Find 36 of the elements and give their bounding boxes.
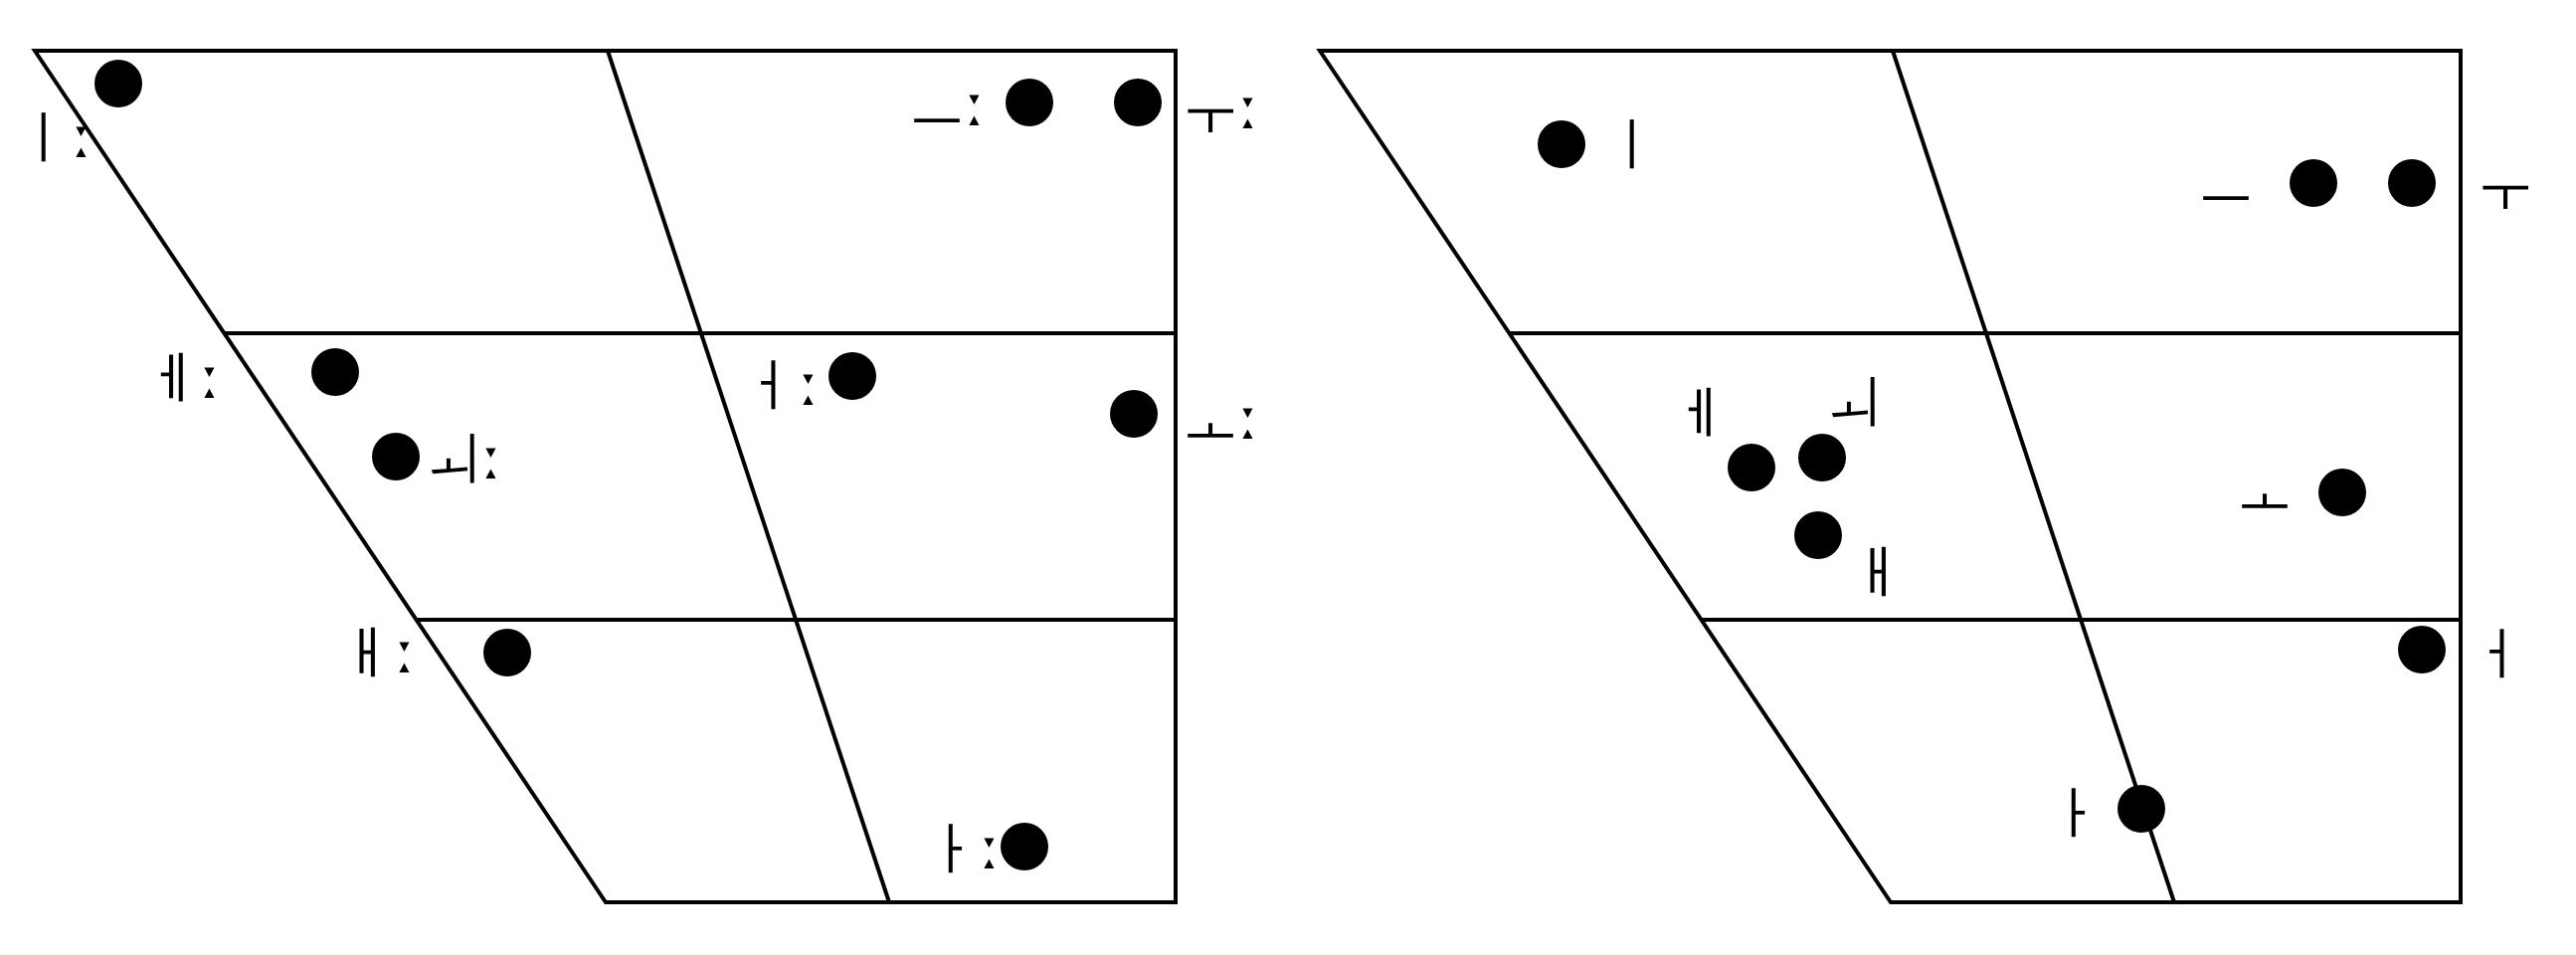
- vowel-dot: [2290, 159, 2337, 207]
- vowel-label: ㅣ: [1603, 115, 1661, 173]
- vowel-label: ㅐː: [338, 624, 416, 681]
- vowel-dot: [2398, 626, 2446, 673]
- vowel-label: ㅡː: [908, 77, 986, 134]
- vowel-dot: [2388, 159, 2436, 207]
- vowel-label: ㅣː: [15, 108, 92, 166]
- vowel-label: ㅏː: [923, 820, 1001, 877]
- vowel-label: ㅗ: [2236, 461, 2294, 518]
- vowel-label: ㅏ: [2046, 784, 2104, 842]
- vowel-dot: [1114, 79, 1162, 126]
- vowel-dot: [372, 433, 420, 480]
- vowel-dot: [1006, 79, 1053, 126]
- vowel-label: ㅚː: [425, 430, 502, 487]
- vowel-dot: [2117, 785, 2165, 833]
- vowel-dot: [1001, 823, 1048, 870]
- vowel-label: ㅐ: [1849, 543, 1907, 601]
- vowel-dot: [2318, 469, 2366, 516]
- vowel-dot: [1110, 390, 1158, 438]
- vowel-label: ㅗː: [1182, 390, 1259, 448]
- vowel-label: ㅔː: [143, 349, 221, 407]
- vowel-dot: [1798, 434, 1846, 481]
- vowel-label: ㅡ: [2197, 154, 2255, 212]
- vowel-dot: [311, 348, 359, 396]
- vowel-dot: [828, 352, 876, 400]
- vowel-label: ㅜː: [1182, 80, 1259, 137]
- vowel-dot: [94, 60, 142, 107]
- vowel-dot: [483, 629, 531, 676]
- vowel-dot: [1794, 511, 1842, 559]
- vowel-dot: [1728, 444, 1775, 491]
- vowel-label: ㅜ: [2477, 156, 2534, 214]
- vowel-label: ㅔ: [1671, 384, 1729, 442]
- vowel-label: ㅓː: [742, 356, 820, 414]
- vowel-dot: [1538, 120, 1585, 168]
- vowel-label: ㅓ: [2471, 625, 2528, 682]
- vowel-label: ㅚ: [1825, 373, 1883, 431]
